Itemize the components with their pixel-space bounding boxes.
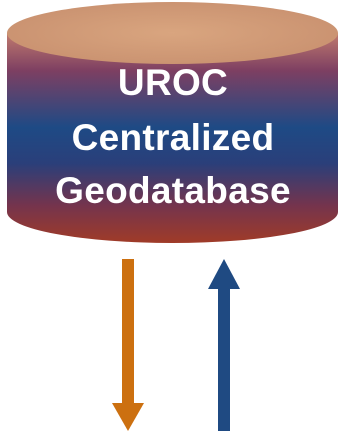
arrow-down-head: [112, 403, 144, 431]
database-label-line-2: Centralized: [71, 117, 275, 158]
database-label-line-3: Geodatabase: [55, 170, 291, 211]
arrow-up-head: [208, 259, 240, 289]
arrow-up-shaft: [218, 288, 230, 431]
cylinder-top: [7, 2, 338, 64]
arrow-down-shaft: [122, 259, 134, 405]
cylinder-body: [7, 33, 339, 243]
arrow-up-icon: [208, 259, 240, 431]
arrow-down-icon: [112, 259, 144, 431]
database-cylinder-icon: [7, 2, 339, 243]
database-label-line-1: UROC: [117, 62, 229, 103]
